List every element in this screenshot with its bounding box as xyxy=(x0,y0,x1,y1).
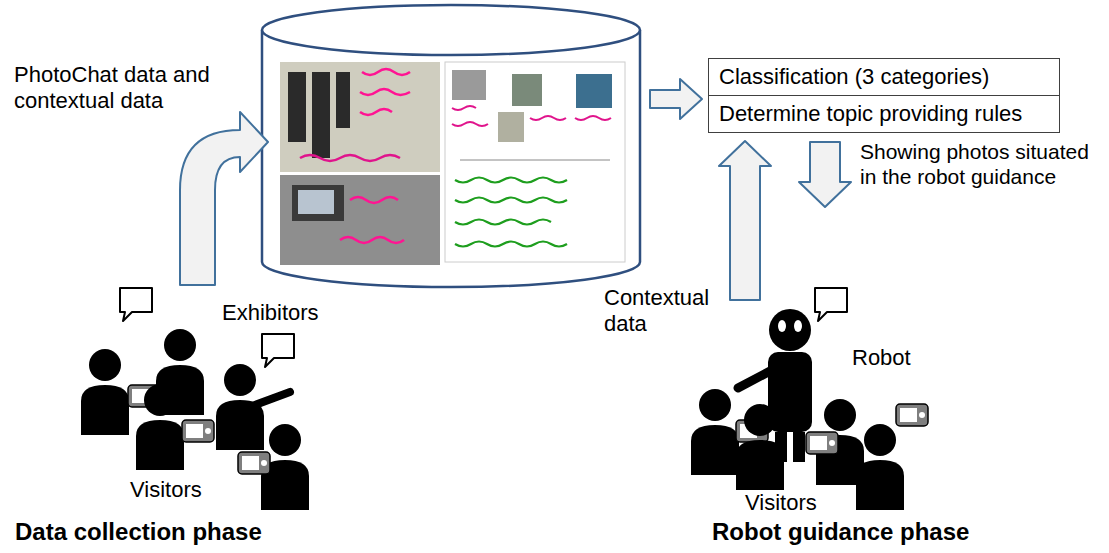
annotation-label: Visitors xyxy=(745,490,865,516)
annotation-label: Robot xyxy=(852,345,942,371)
box-text: Classification (3 categories) xyxy=(719,64,1049,90)
annotation-label: Showing photos situated in the robot gui… xyxy=(860,140,1102,190)
photo-collage xyxy=(280,62,625,265)
process-box: Classification (3 categories) xyxy=(708,58,1060,96)
box-text: Determine topic providing rules xyxy=(719,101,1049,127)
phase-title: Data collection phase xyxy=(15,518,345,546)
phase-title: Robot guidance phase xyxy=(712,518,1042,546)
annotation-label: PhotoChat data and contextual data xyxy=(14,62,229,114)
database-cylinder xyxy=(262,5,640,287)
annotation-label: Visitors xyxy=(130,477,250,503)
process-box: Determine topic providing rules xyxy=(708,95,1060,133)
annotation-label: Exhibitors xyxy=(222,300,352,326)
annotation-label: Contextual data xyxy=(604,285,714,337)
